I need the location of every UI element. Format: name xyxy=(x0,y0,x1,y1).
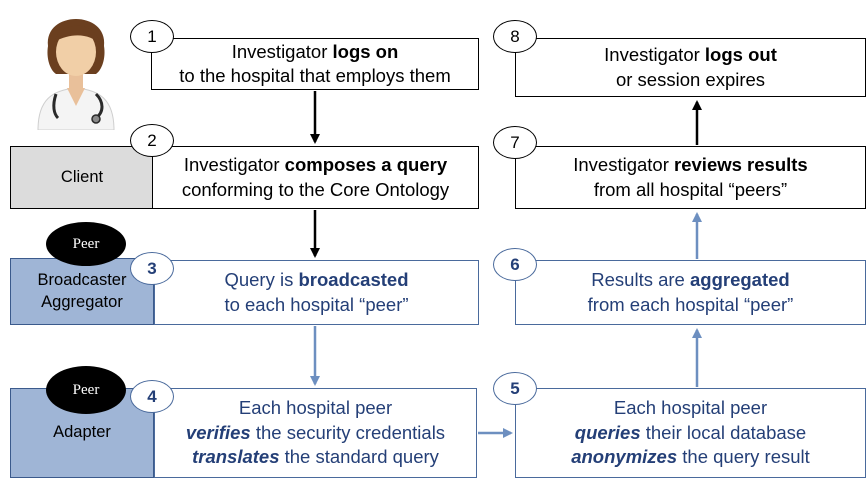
step-text: Investigator xyxy=(604,44,705,66)
step-2-number: 2 xyxy=(130,124,174,157)
investigator-avatar xyxy=(26,2,126,131)
step-text-emphasis: logs out xyxy=(704,44,777,66)
step-3-number: 3 xyxy=(130,252,174,285)
step-text-line: Each hospital peer xyxy=(614,396,767,420)
step-text: from each hospital “peer” xyxy=(587,293,794,315)
step-text-emphasis: aggregated xyxy=(690,269,790,291)
step-text-emphasis: queries xyxy=(574,421,641,443)
client-label: Client xyxy=(60,167,104,186)
step-text: to each hospital “peer” xyxy=(224,293,409,315)
step-text: the query result xyxy=(677,446,810,468)
step-text-line: from each hospital “peer” xyxy=(588,293,794,317)
step-text-line: to the hospital that employs them xyxy=(179,64,450,88)
step-text: Investigator xyxy=(183,154,285,176)
step-text-line: from all hospital “peers” xyxy=(594,178,787,202)
step-text: Investigator xyxy=(231,40,333,62)
step-text-line: queries their local database xyxy=(575,421,806,445)
step-text: from all hospital “peers” xyxy=(593,178,788,200)
step-text-line: conforming to the Core Ontology xyxy=(182,178,449,202)
step-text-emphasis: logs on xyxy=(332,40,399,62)
step-text: their local database xyxy=(640,421,807,443)
step-7-number: 7 xyxy=(493,126,537,159)
step-text-line: Investigator logs on xyxy=(232,40,399,64)
step-text: or session expires xyxy=(615,68,766,90)
step-text-line: verifies the security credentials xyxy=(186,421,445,445)
adapter-label: Adapter xyxy=(53,423,111,442)
step-text-line: translates the standard query xyxy=(192,445,439,469)
step-text: Results are xyxy=(591,269,690,291)
doctor-icon xyxy=(37,19,115,131)
step-text-emphasis: verifies xyxy=(185,421,251,443)
step-text: Each hospital peer xyxy=(613,397,768,419)
step-text-emphasis: broadcasted xyxy=(298,269,409,291)
broadcaster-label: Broadcaster xyxy=(37,271,127,290)
step-1-number: 1 xyxy=(130,20,174,53)
step-text: the standard query xyxy=(279,446,439,468)
step-text-emphasis: anonymizes xyxy=(571,446,678,468)
step-text-line: Investigator composes a query xyxy=(184,153,447,177)
step-text-line: Investigator reviews results xyxy=(573,153,807,177)
step-text-emphasis: translates xyxy=(192,446,280,468)
step-text: the security credentials xyxy=(250,421,446,443)
step-text-line: anonymizes the query result xyxy=(571,445,810,469)
peer-badge-broadcaster: Peer xyxy=(46,222,126,266)
step-4-number: 4 xyxy=(130,380,174,413)
step-5-number: 5 xyxy=(493,372,537,405)
step-text-line: or session expires xyxy=(616,68,765,92)
step-6-number: 6 xyxy=(493,248,537,281)
step-text: Each hospital peer xyxy=(238,397,393,419)
peer-badge-label: Peer xyxy=(72,235,100,252)
step-text: to the hospital that employs them xyxy=(179,65,451,86)
step-text-line: Results are aggregated xyxy=(591,268,789,292)
peer-badge-label: Peer xyxy=(72,381,100,398)
step-text: conforming to the Core Ontology xyxy=(181,178,450,200)
step-text-emphasis: composes a query xyxy=(284,154,448,176)
client-label-box: Client xyxy=(10,146,154,209)
step-text-line: Query is broadcasted xyxy=(224,268,408,292)
step-text: Query is xyxy=(224,269,299,291)
step-text: Investigator xyxy=(573,154,675,176)
step-text-emphasis: reviews results xyxy=(674,154,808,176)
aggregator-label: Aggregator xyxy=(41,292,123,311)
step-8-number: 8 xyxy=(493,20,537,53)
step-text-line: to each hospital “peer” xyxy=(224,293,408,317)
peer-badge-adapter: Peer xyxy=(46,366,126,414)
step-text-line: Each hospital peer xyxy=(239,396,392,420)
step-text-line: Investigator logs out xyxy=(604,43,777,67)
